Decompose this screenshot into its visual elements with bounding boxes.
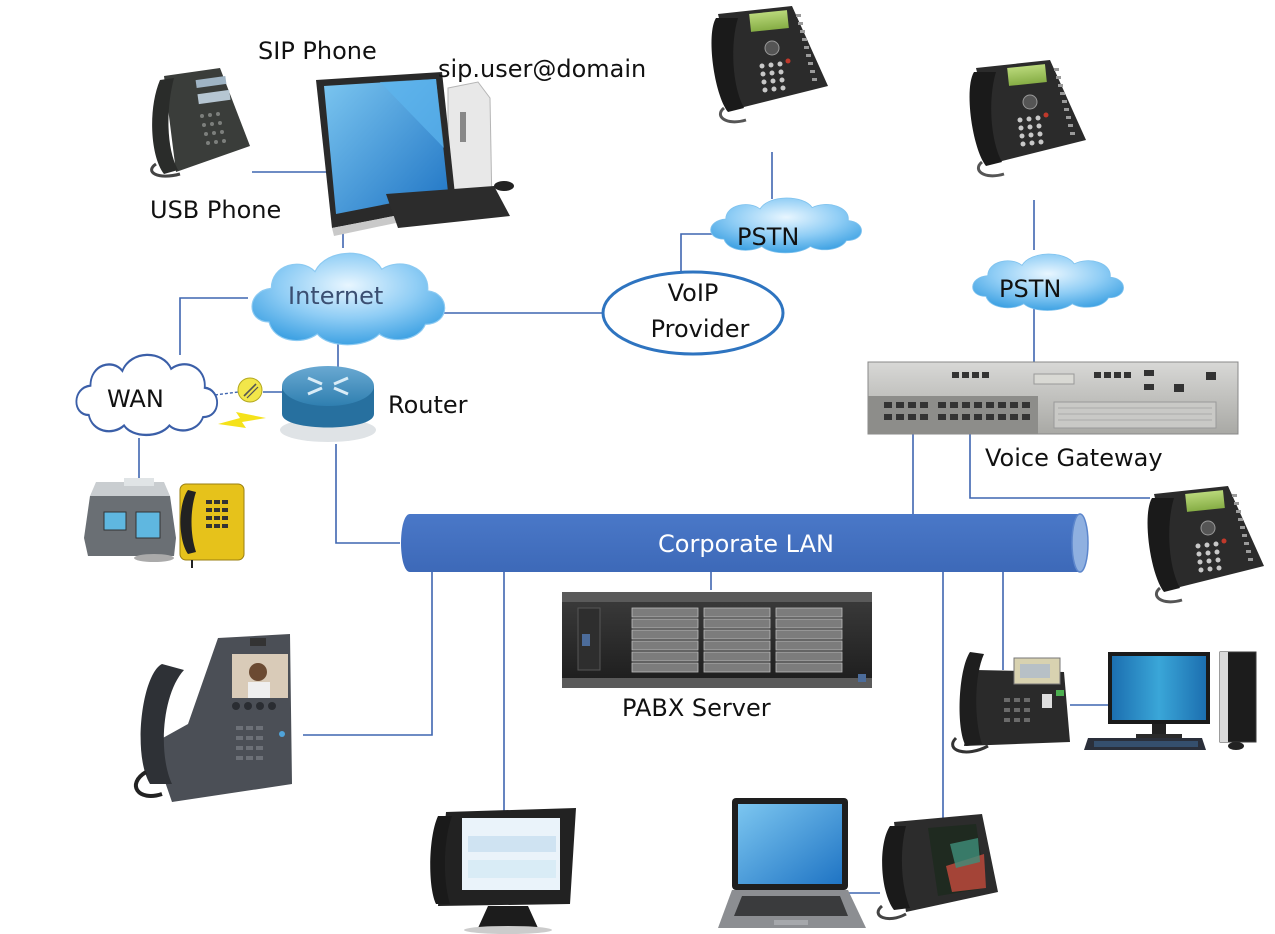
voip-provider: VoIP Provider [601,270,785,356]
pstn-left-label: PSTN [737,223,799,251]
analog-phone-icon [1146,484,1266,604]
sip-phone-label: SIP Phone [258,37,377,65]
android-phone-icon [876,814,998,920]
router-icon [280,366,376,442]
pstn-cloud-left: PSTN [710,197,862,254]
internet-label: Internet [288,282,383,310]
wan-cloud: WAN [75,353,219,437]
corporate-lan-label: Corporate LAN [658,530,834,558]
internet-cloud: Internet [251,252,446,346]
pabx-server-icon [562,592,872,688]
sip-uri-label: sip.user@domain [438,55,646,83]
usb-phone [150,68,250,178]
video-phone-icon [133,634,292,802]
pstn-cloud-right: PSTN [972,253,1124,311]
voice-gateway-label: Voice Gateway [985,444,1163,472]
laptop-icon [718,798,866,928]
branch-office-icon [84,478,176,562]
touchscreen-phone-icon [430,808,576,934]
router-label: Router [388,391,468,419]
pstn-phone-left-icon [710,4,830,124]
sip-computer [316,72,514,236]
wan-label: WAN [107,385,164,413]
modem-icon [237,377,263,403]
voip-provider-label-line1: VoIP [668,279,719,307]
ip-phone-icon [951,652,1070,754]
industrial-phone-icon [179,483,245,568]
pstn-phone-right-icon [968,58,1088,178]
usb-phone-label: USB Phone [150,196,281,224]
lightning-icon [218,412,266,428]
office-computer-icon [1084,651,1257,750]
voip-provider-label-line2: Provider [651,315,750,343]
voice-gateway-icon [867,361,1239,435]
pstn-right-label: PSTN [999,275,1061,303]
pabx-server-label: PABX Server [622,694,771,722]
corporate-lan-bus: Corporate LAN [401,513,1089,573]
